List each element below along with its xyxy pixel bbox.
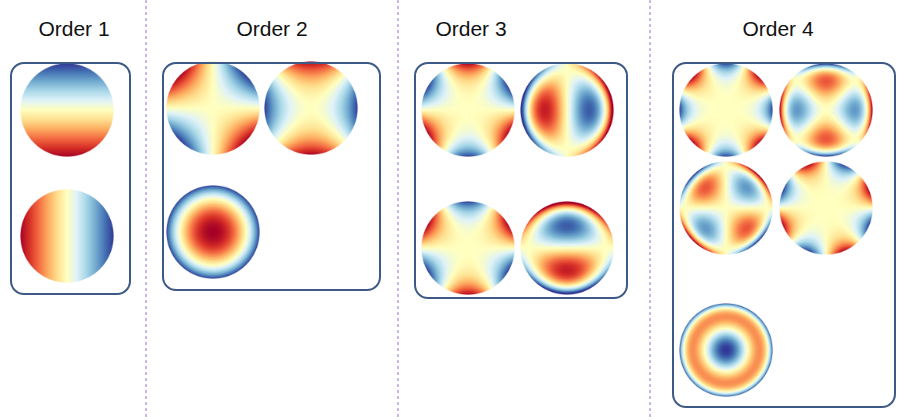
mode-map bbox=[779, 63, 873, 157]
mode-map bbox=[20, 189, 114, 283]
mode-map bbox=[520, 63, 614, 157]
order-heading: Order 4 bbox=[742, 17, 813, 41]
order-group-box: Order 3 bbox=[414, 62, 628, 299]
order-heading: Order 3 bbox=[435, 17, 506, 41]
mode-map bbox=[679, 303, 773, 397]
mode-map bbox=[679, 63, 773, 157]
order-group-box: Order 4 bbox=[672, 62, 896, 408]
mode-map bbox=[20, 63, 114, 157]
mode-map bbox=[421, 63, 515, 157]
order-group-box: Order 1 bbox=[10, 62, 131, 295]
mode-map bbox=[264, 61, 358, 155]
mode-map bbox=[166, 185, 260, 279]
mode-map bbox=[166, 61, 260, 155]
order-heading: Order 2 bbox=[236, 17, 307, 41]
column-divider bbox=[146, 0, 147, 420]
column-divider bbox=[650, 0, 651, 420]
mode-map bbox=[421, 201, 515, 295]
column-divider bbox=[398, 0, 399, 420]
order-heading: Order 1 bbox=[38, 17, 109, 41]
mode-map bbox=[520, 201, 614, 295]
mode-map bbox=[679, 161, 773, 255]
mode-map bbox=[779, 161, 873, 255]
order-group-box: Order 2 bbox=[162, 62, 381, 291]
